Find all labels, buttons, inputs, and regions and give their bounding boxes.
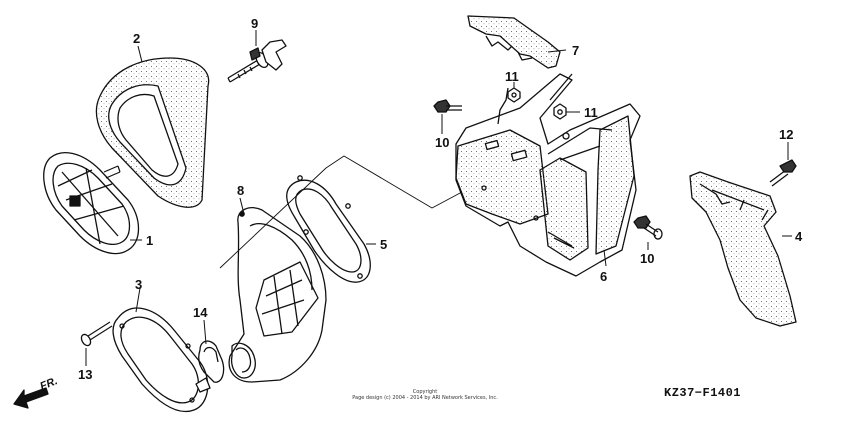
callout-7: 7 xyxy=(572,43,580,58)
callout-1: 1 xyxy=(146,233,154,248)
copyright-line-1: Copyright xyxy=(412,389,438,395)
nut-11-lower xyxy=(553,103,580,120)
callout-11-lower: 11 xyxy=(584,105,598,120)
air-cleaner-case xyxy=(455,73,641,277)
callout-13: 13 xyxy=(78,367,93,382)
copyright-notice: Copyright Page design (c) 2004 - 2014 by… xyxy=(300,389,550,401)
screw-13 xyxy=(80,321,113,366)
drawing-code: KZ37−F1401 xyxy=(664,386,742,400)
air-filter-element xyxy=(95,45,210,208)
front-direction-arrow-icon xyxy=(13,387,49,409)
wing-bolt xyxy=(227,30,287,83)
callout-12: 12 xyxy=(779,127,794,142)
callout-8: 8 xyxy=(237,183,245,198)
case-upper-cover xyxy=(467,15,567,69)
callout-10-upper: 10 xyxy=(435,135,450,150)
callout-11-upper: 11 xyxy=(505,69,519,84)
copyright-line-2: Page design (c) 2004 - 2014 by ARI Netwo… xyxy=(352,395,498,401)
callout-2: 2 xyxy=(133,31,141,46)
nut-11-upper xyxy=(507,82,521,103)
air-cleaner-gasket xyxy=(286,175,376,283)
callout-6: 6 xyxy=(600,269,608,284)
element-holder xyxy=(43,152,142,255)
callout-10-lower: 10 xyxy=(640,251,655,266)
callout-5: 5 xyxy=(380,237,388,252)
bolt-10-lower xyxy=(633,215,663,250)
bolt-10-upper xyxy=(433,99,462,134)
hose-band xyxy=(195,319,225,393)
screw-12 xyxy=(769,142,797,187)
filter-holder-gasket xyxy=(112,287,209,413)
callout-14: 14 xyxy=(193,305,208,320)
callout-9: 9 xyxy=(251,16,259,31)
connecting-tube xyxy=(228,197,327,383)
callout-4: 4 xyxy=(795,229,803,244)
callout-3: 3 xyxy=(135,277,143,292)
assembly-leader-line xyxy=(219,155,463,269)
mud-guard xyxy=(689,171,797,327)
